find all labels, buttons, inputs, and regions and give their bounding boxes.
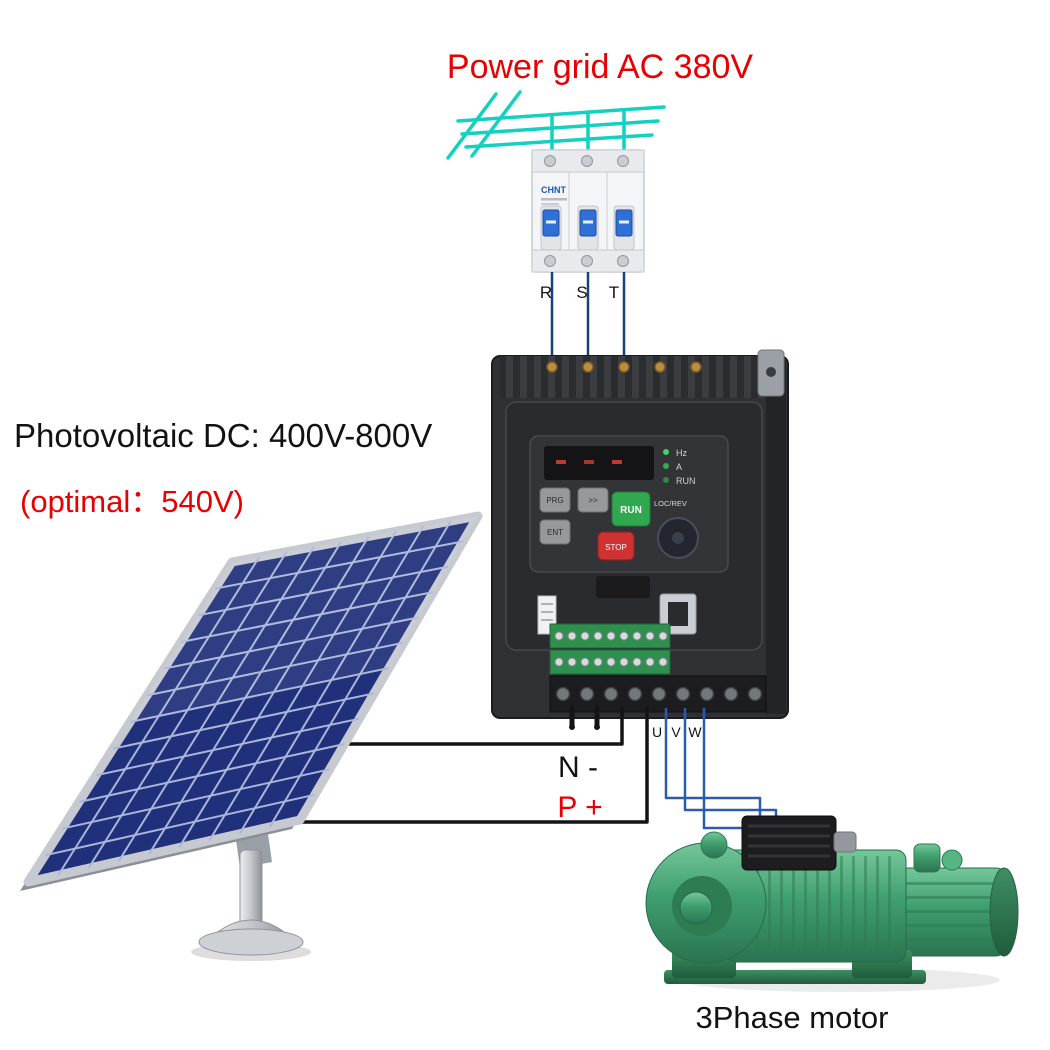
stop-button-label: STOP (605, 543, 627, 552)
terminal-label-s: S (576, 283, 587, 302)
pump-hub-cap (679, 891, 713, 925)
dc-negative-label: N - (558, 751, 598, 784)
output-label-w: W (688, 724, 702, 740)
output-label-u: U (652, 724, 662, 740)
run-button[interactable] (611, 491, 651, 527)
vfd-inverter: Hz A RUN PRG ENT >> RUN LOC/REV STOP (491, 349, 789, 719)
motor-label: 3Phase motor (696, 1000, 889, 1035)
solar-panel (20, 511, 483, 891)
junction-box (741, 815, 837, 871)
display-segment (612, 460, 622, 464)
stop-button[interactable] (597, 531, 635, 561)
breaker-terminal-screws (544, 155, 629, 267)
breaker-spec-line (541, 203, 559, 205)
indicator-label: Hz (676, 448, 687, 458)
pump-priming-plug (700, 831, 728, 859)
motor-pump (645, 815, 1019, 992)
stand-base (198, 928, 304, 956)
shift-button[interactable] (577, 487, 609, 513)
terminal-label-t: T (609, 283, 619, 302)
pump-end-cap (989, 867, 1019, 957)
wire-dc-positive (296, 706, 649, 824)
vfd-top-terminals (546, 361, 702, 373)
prg-button-label: PRG (546, 496, 563, 505)
ent-button-label: ENT (547, 528, 563, 537)
vfd-indicators: Hz A RUN (663, 448, 696, 486)
breaker-toggles[interactable] (540, 205, 635, 251)
pump-knob (941, 849, 963, 871)
title-power-grid: Power grid AC 380V (447, 48, 753, 86)
rst-wires (550, 272, 626, 368)
pump-rear-ridges (902, 874, 998, 952)
loc-rev-label: LOC/REV (654, 499, 687, 508)
terminal-screws-row1 (554, 631, 668, 641)
breaker-spec-line (541, 198, 567, 201)
vfd-keypad[interactable]: PRG ENT >> RUN LOC/REV STOP (539, 487, 699, 561)
dc-positive-label: P + (557, 791, 602, 824)
indicator-label: A (676, 462, 682, 472)
vfd-side-shade (766, 360, 786, 714)
breaker-brand: CHNT (541, 185, 566, 195)
dc-wires (296, 705, 649, 824)
solar-panel-grid (44, 520, 464, 876)
bracket-hole (766, 367, 776, 377)
panel-stand (191, 834, 311, 961)
cable-gland (833, 831, 857, 853)
display-segment (584, 460, 594, 464)
vfd-cover-plate (596, 576, 650, 598)
pv-optimal-label: (optimal：540V) (20, 484, 244, 519)
panel-glare (130, 516, 478, 722)
power-grid-icon (446, 90, 666, 160)
vfd-display (544, 446, 654, 480)
power-terminal-screws (555, 686, 763, 702)
wire-dc-negative (343, 706, 624, 746)
prg-button[interactable] (539, 487, 571, 513)
jog-knob-center (672, 532, 684, 544)
rj45-socket (668, 602, 688, 626)
ent-button[interactable] (539, 519, 571, 545)
vfd-heatsink-fins (500, 356, 762, 398)
terminal-label-r: R (540, 283, 552, 302)
motor-wires (664, 708, 778, 830)
terminal-screws-row2 (554, 657, 668, 667)
display-segment (556, 460, 566, 464)
shift-button-label: >> (588, 496, 598, 505)
pump-top-valve (913, 843, 941, 873)
output-label-v: V (671, 724, 681, 740)
pv-range-label: Photovoltaic DC: 400V-800V (14, 417, 432, 454)
run-button-label: RUN (620, 505, 642, 516)
circuit-breaker: CHNT (531, 149, 645, 273)
indicator-label: RUN (676, 476, 696, 486)
